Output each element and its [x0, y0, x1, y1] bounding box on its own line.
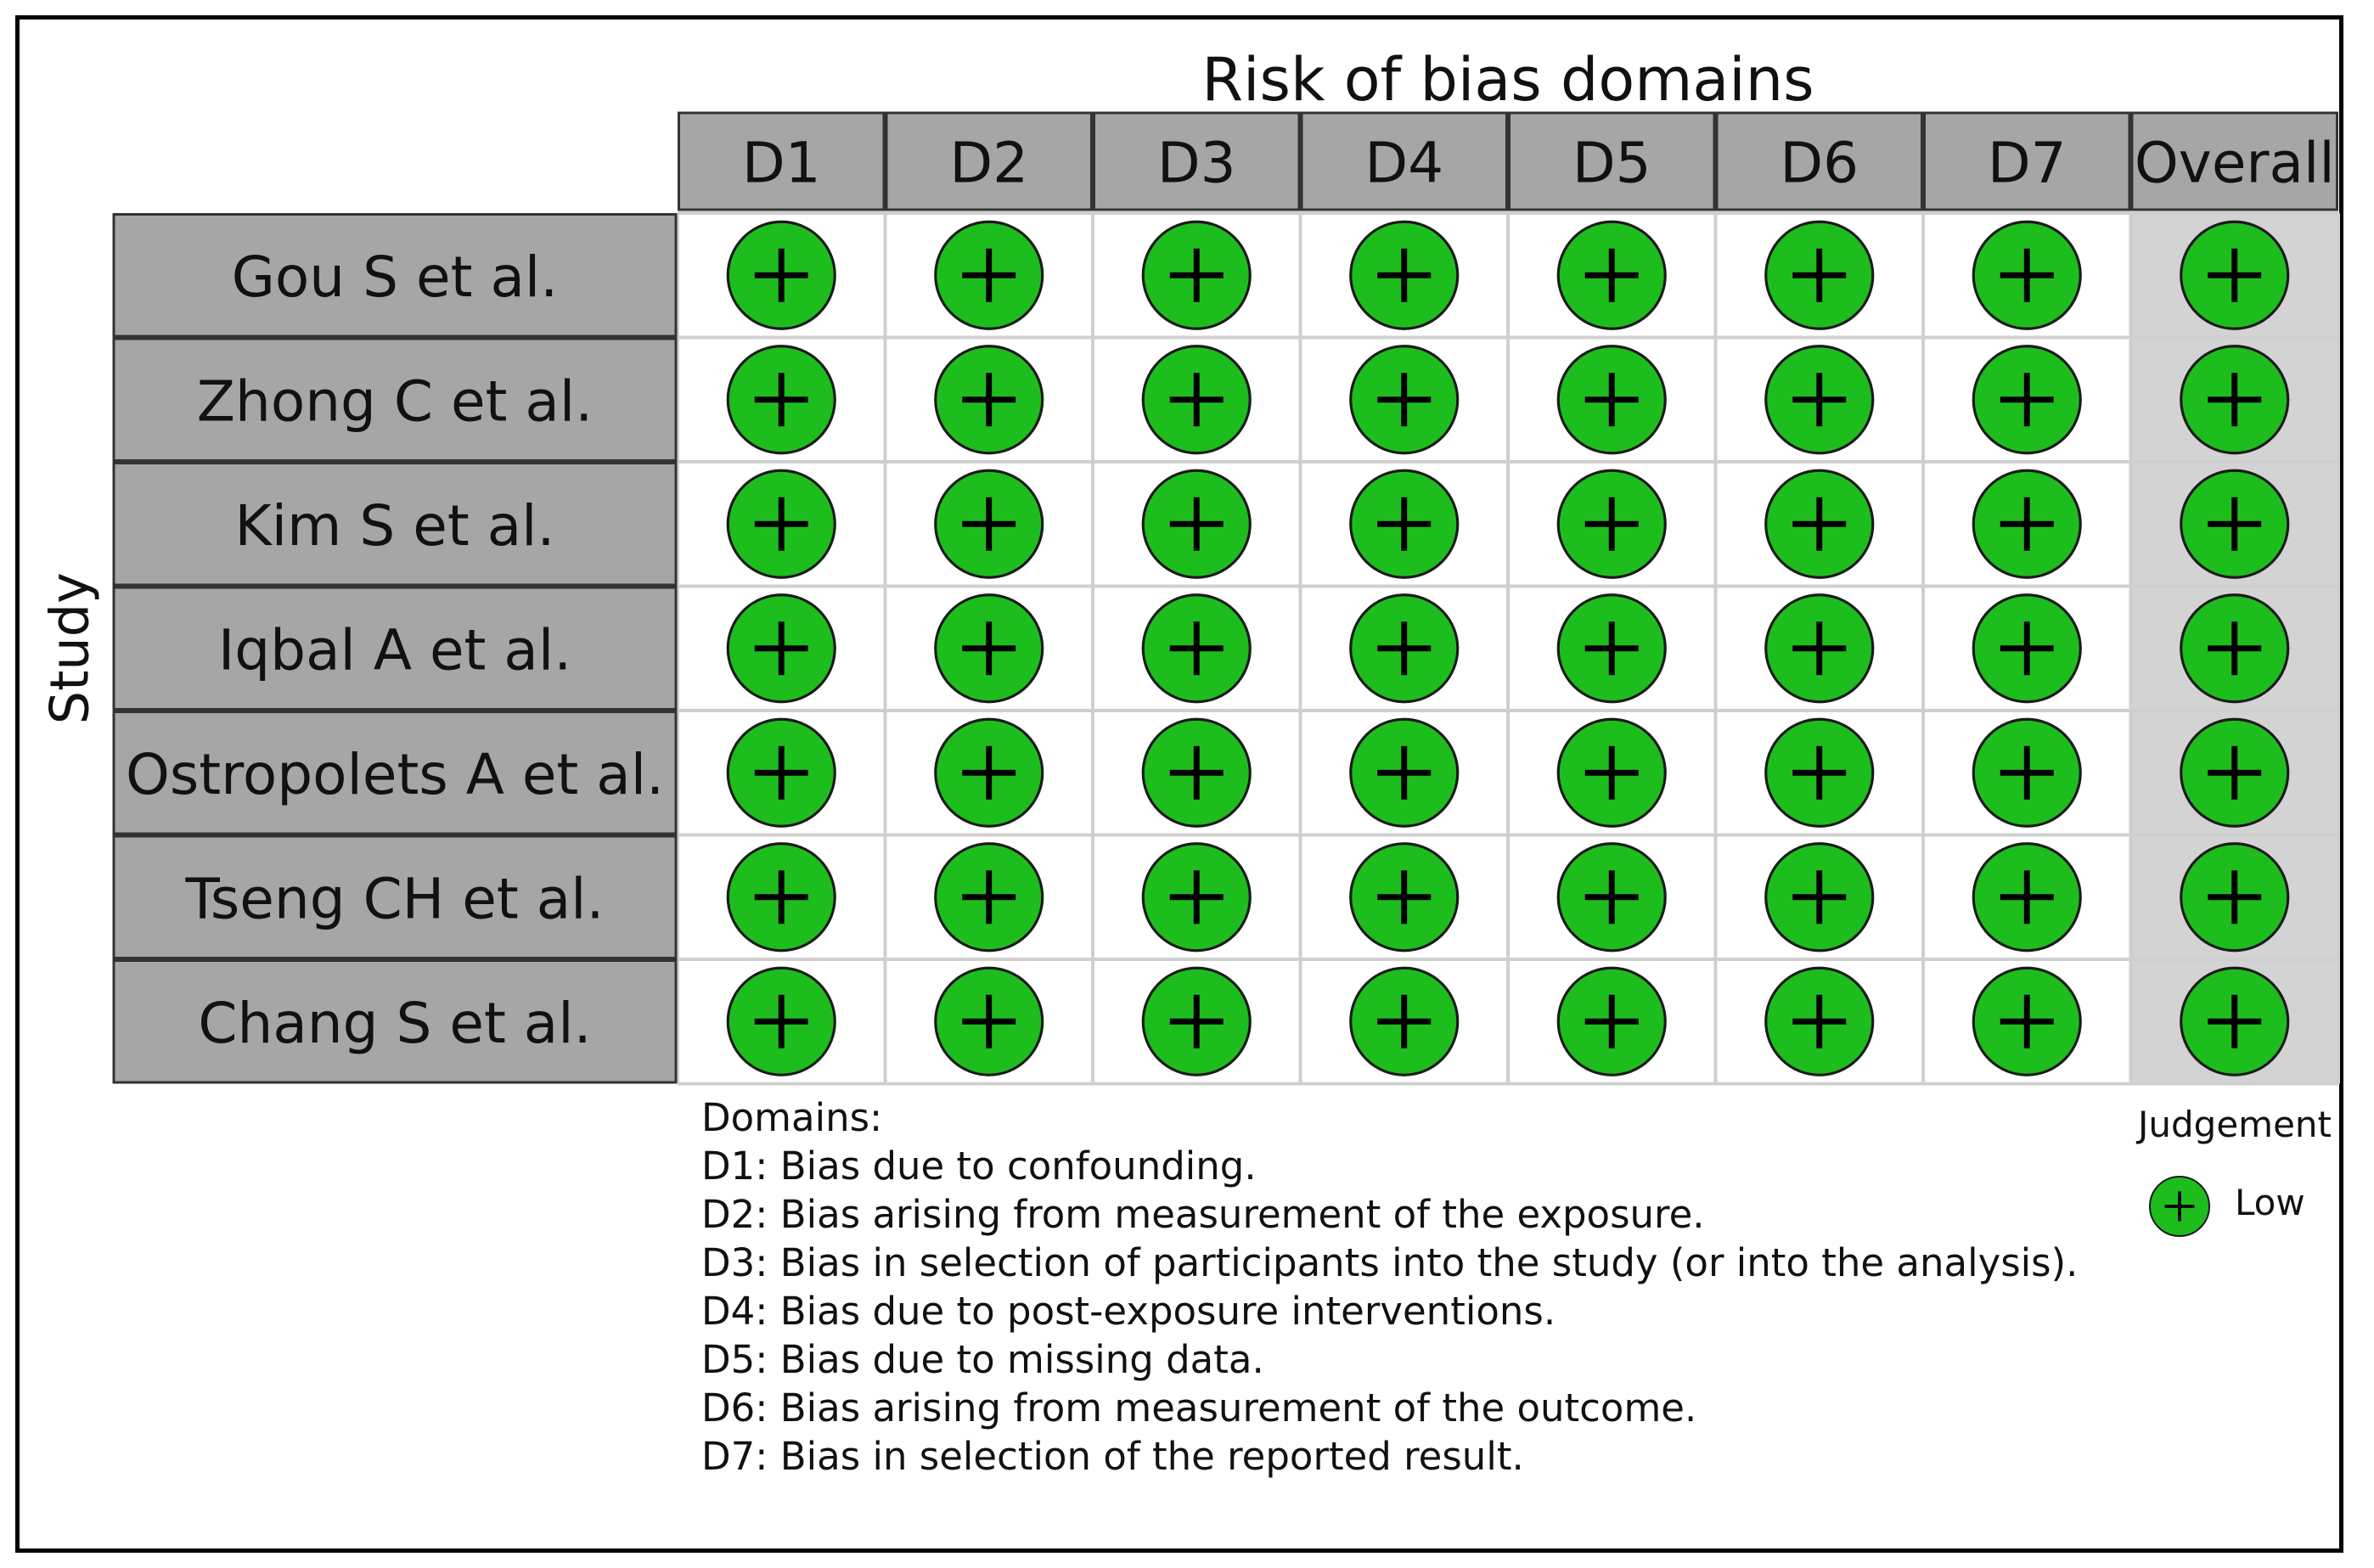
study-label-box — [112, 586, 678, 711]
column-header-overall — [2130, 111, 2338, 211]
column-header-d5 — [1508, 111, 1716, 211]
study-label: Gou S et al. — [232, 244, 558, 310]
column-label-d2: D2 — [949, 131, 1028, 196]
domain-legend-item-d3: D3: Bias in selection of participants in… — [701, 1240, 2079, 1285]
study-label-box — [112, 462, 678, 587]
column-label-d3: D3 — [1157, 131, 1236, 196]
study-label: Iqbal A et al. — [218, 617, 571, 683]
domain-legend-item-d1: D1: Bias due to confounding. — [701, 1144, 1257, 1189]
chart-title: Risk of bias domains — [1201, 45, 1814, 115]
study-label: Kim S et al. — [235, 493, 555, 559]
domain-legend-item-d6: D6: Bias arising from measurement of the… — [701, 1385, 1697, 1430]
study-label: Chang S et al. — [198, 991, 591, 1056]
column-header-d7 — [1923, 111, 2131, 211]
column-header-d1 — [678, 111, 886, 211]
study-label-box — [112, 835, 678, 959]
y-axis-label: Study — [39, 572, 101, 724]
judgement-legend-title: Judgement — [2138, 1104, 2332, 1145]
domains-legend: Domains: D1: Bias due to confounding. D2… — [701, 1093, 2078, 1481]
column-label-overall: Overall — [2135, 131, 2335, 196]
column-label-d5: D5 — [1572, 131, 1651, 196]
study-label: Tseng CH et al. — [184, 866, 604, 931]
column-header-d4 — [1300, 111, 1508, 211]
domains-legend-title: Domains: — [701, 1095, 883, 1140]
study-label: Ostropolets A et al. — [126, 742, 664, 807]
study-label: Zhong C et al. — [197, 368, 593, 434]
column-label-d4: D4 — [1364, 131, 1443, 196]
domain-legend-item-d7: D7: Bias in selection of the reported re… — [701, 1434, 1524, 1479]
study-label-box — [112, 213, 678, 338]
column-header-d2 — [885, 111, 1093, 211]
judgement-legend-low-label: Low — [2235, 1182, 2305, 1223]
column-header-d3 — [1093, 111, 1301, 211]
domain-legend-item-d5: D5: Bias due to missing data. — [701, 1337, 1264, 1382]
study-label-box — [112, 711, 678, 835]
study-label-box — [112, 337, 678, 462]
column-header-d6 — [1715, 111, 1923, 211]
column-label-d6: D6 — [1780, 131, 1859, 196]
column-label-d7: D7 — [1988, 131, 2067, 196]
column-label-d1: D1 — [742, 131, 821, 196]
study-label-box — [112, 959, 678, 1084]
domain-legend-item-d2: D2: Bias arising from measurement of the… — [701, 1192, 1705, 1237]
domain-legend-item-d4: D4: Bias due to post-exposure interventi… — [701, 1289, 1556, 1334]
